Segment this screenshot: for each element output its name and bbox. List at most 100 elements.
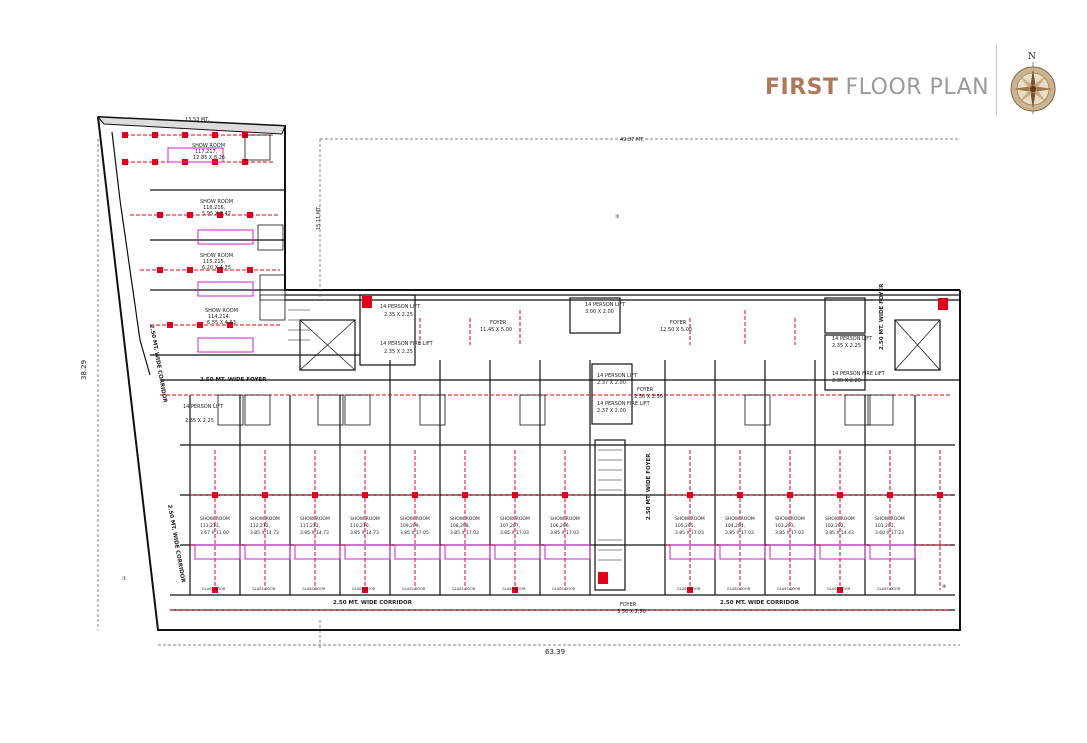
- glass-door-label-8: GLASS DOOR: [552, 587, 576, 591]
- bottom-showroom-6-name: SHOW ROOM: [450, 516, 480, 522]
- area-tags: [167, 147, 916, 560]
- lift-8-size: 2.35 X 2.25: [185, 418, 214, 424]
- foyer-3-name: FOYER: [637, 387, 654, 393]
- left-showroom-4-no: 114,214,: [208, 314, 231, 320]
- lift-4-size: 2.37 X 2.00: [597, 380, 626, 386]
- lift-7-size: 2.35 X 2.25: [832, 378, 861, 384]
- toilet-blocks: [217, 134, 894, 426]
- foyer-4-size: 3.50 X 2.50: [617, 609, 646, 615]
- corridor-label-bottom-right: 2.50 MT. WIDE CORRIDOR: [720, 600, 800, 606]
- lift-5-name: 14 PERSON FIRE LIFT: [597, 401, 651, 407]
- foyer-1-name: FOYER: [490, 320, 507, 326]
- dim-overall-depth: 38.29: [80, 360, 88, 380]
- foyer-1-size: 11.45 X 5.00: [480, 327, 512, 333]
- glass-door-label-5: GLASS DOOR: [402, 587, 426, 591]
- bottom-showroom-9-no: 105,205,: [675, 523, 695, 529]
- dim-left-corridor: 15.11 MT.: [316, 205, 322, 230]
- stair-treads: [288, 299, 622, 561]
- foyer-4-name: FOYER: [620, 602, 637, 608]
- bottom-showroom-6-size: 3.85 X 17.03: [450, 530, 479, 536]
- plot-marker-4: ④: [942, 584, 947, 590]
- glass-door-label-12: GLASS DOOR: [827, 587, 851, 591]
- bottom-showroom-13-name: SHOW ROOM: [875, 516, 905, 522]
- corridor-label-right-foyer: 2.50 MT. WIDE FOYER: [879, 283, 885, 350]
- glass-door-label-9: GLASS DOOR: [677, 587, 701, 591]
- foyer-2-name: FOYER: [670, 320, 687, 326]
- plot-marker-3: ③: [615, 214, 619, 220]
- left-showroom-1-size: 12.85 X 8.26: [193, 155, 225, 161]
- plan-title-light: FLOOR PLAN: [845, 74, 990, 100]
- outer-boundary: [96, 116, 961, 631]
- glass-door-label-2: GLASS DOOR: [252, 587, 276, 591]
- lift-1-name: 14 PERSON LIFT: [380, 304, 421, 310]
- bottom-showroom-11-name: SHOW ROOM: [775, 516, 805, 522]
- bottom-showroom-11-no: 103,203,: [775, 523, 795, 529]
- bottom-showroom-4-no: 110,210,: [350, 523, 370, 529]
- glass-door-labels: GLASS DOOR GLASS DOOR GLASS DOOR GLASS DOOR…: [202, 587, 901, 591]
- left-showroom-2-size: 5.95 X 3.47: [202, 211, 231, 217]
- bottom-showroom-3-size: 3.85 X 14.73: [300, 530, 329, 536]
- sprinkler-lines: [125, 134, 950, 611]
- left-showroom-2-name: SHOW ROOM: [200, 199, 233, 205]
- lift-6-name: 14 PERSON LIFT: [832, 336, 873, 342]
- lift-6-size: 2.35 X 2.25: [832, 343, 861, 349]
- bottom-showroom-4-size: 3.85 X 14.73: [350, 530, 379, 536]
- bottom-showroom-8-name: SHOW ROOM: [550, 516, 580, 522]
- left-showroom-3-name: SHOW ROOM: [200, 253, 233, 259]
- lift-3-size: 3.00 X 2.00: [585, 309, 614, 315]
- lift-5-size: 2.37 X 2.00: [597, 408, 626, 414]
- left-showroom-1-name: SHOW ROOM: [192, 143, 225, 149]
- glass-door-label-11: GLASS DOOR: [777, 587, 801, 591]
- bottom-showroom-5-no: 109,209,: [400, 523, 420, 529]
- bottom-showroom-10-no: 104,204,: [725, 523, 745, 529]
- bottom-showroom-8-size: 3.85 X 17.03: [550, 530, 579, 536]
- corridor-label-center-foyer: 2.50 MT. WIDE FOYER: [646, 453, 652, 520]
- plan-title: FIRST FLOOR PLAN: [765, 70, 989, 104]
- corridor-label-left-upper: 2.50 MT. WIDE CORRIDOR: [148, 324, 168, 404]
- bottom-showroom-8-no: 106,206,: [550, 523, 570, 529]
- plan-title-bold: FIRST: [765, 74, 839, 100]
- lift-shafts: [299, 319, 941, 371]
- bottom-showroom-2-size: 3.85 X 14.73: [250, 530, 279, 536]
- plot-marker-1: ①: [122, 576, 127, 582]
- bottom-showroom-4-name: SHOW ROOM: [350, 516, 380, 522]
- glass-door-label-10: GLASS DOOR: [727, 587, 751, 591]
- left-showroom-2-no: 116,216,: [203, 205, 226, 211]
- bottom-showroom-6-no: 108,208,: [450, 523, 470, 529]
- dim-overall-width: 63.39: [545, 648, 565, 656]
- lift-7-name: 14 PERSON FIRE LIFT: [832, 371, 886, 377]
- compass-north-label: N: [1028, 52, 1036, 62]
- left-showroom-1-no: 117,217,: [195, 149, 218, 155]
- glass-door-label-7: GLASS DOOR: [502, 587, 526, 591]
- glass-door-label-1: GLASS DOOR: [202, 587, 226, 591]
- lift-1-size: 2.35 X 2.25: [384, 312, 413, 318]
- bottom-showroom-10-size: 3.85 X 17.03: [725, 530, 754, 536]
- bottom-showroom-5-name: SHOW ROOM: [400, 516, 430, 522]
- bottom-showroom-1-name: SHOW ROOM: [200, 516, 230, 522]
- bottom-showroom-3-name: SHOW ROOM: [300, 516, 330, 522]
- bottom-showroom-9-name: SHOW ROOM: [675, 516, 705, 522]
- bottom-showroom-13-size: 3.60 X 17.23: [875, 530, 904, 536]
- north-compass-icon: N: [1010, 52, 1056, 114]
- bottom-showroom-12-name: SHOW ROOM: [825, 516, 855, 522]
- bottom-showroom-9-size: 3.85 X 17.03: [675, 530, 704, 536]
- bottom-showroom-7-no: 107,207,: [500, 523, 520, 529]
- bottom-showroom-1-no: 113,213,: [200, 523, 220, 529]
- glass-door-label-3: GLASS DOOR: [302, 587, 326, 591]
- glass-door-label-4: GLASS DOOR: [352, 587, 376, 591]
- dim-top-left: 13.53 MT.: [185, 117, 210, 123]
- left-showroom-3-size: 6.20 X 4.35: [202, 265, 231, 271]
- dimension-lines: [97, 138, 960, 650]
- foyer-3-size: 2.50 X 2.50: [634, 394, 663, 400]
- corridor-label-bottom-left: 2.50 MT. WIDE CORRIDOR: [333, 600, 413, 606]
- lift-4-name: 14 PERSON LIFT: [597, 373, 638, 379]
- bottom-showroom-1-size: 3.67 X 11.60: [200, 530, 229, 536]
- bottom-showroom-11-size: 3.85 X 17.03: [775, 530, 804, 536]
- glass-door-label-6: GLASS DOOR: [452, 587, 476, 591]
- bottom-showroom-12-size: 3.85 X 14.43: [825, 530, 854, 536]
- left-showroom-4-name: SHOW ROOM: [205, 308, 238, 314]
- left-showroom-3-no: 115,215,: [203, 259, 226, 265]
- bottom-showroom-2-no: 112,212,: [250, 523, 270, 529]
- foyer-2-size: 12.50 X 5.00: [660, 327, 692, 333]
